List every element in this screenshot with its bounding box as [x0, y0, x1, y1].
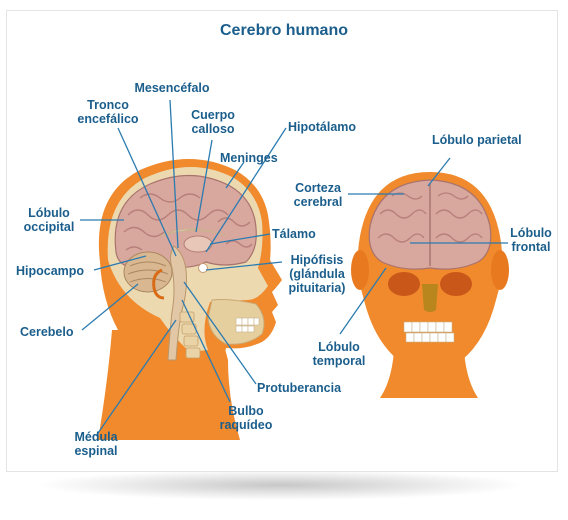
side-brain-folds: [123, 193, 253, 251]
front-ear-left: [351, 250, 369, 290]
side-vertebrae: [179, 311, 201, 359]
label-talamo: Tálamo: [272, 227, 316, 241]
side-cerebellum-folds: [127, 261, 169, 283]
leader-tronco: [117, 127, 177, 257]
side-teeth: [235, 317, 260, 333]
side-brainstem: [167, 245, 187, 361]
leader-medula: [95, 319, 177, 437]
front-head-illustration: [351, 172, 509, 398]
leader-hipofisis: [205, 261, 283, 271]
label-lobulo-parietal: Lóbulo parietal: [432, 133, 522, 147]
side-ear: [152, 268, 165, 300]
label-meninges: Meninges: [220, 151, 278, 165]
leader-meninges: [225, 161, 245, 189]
side-pituitary: [198, 263, 208, 273]
leader-cerebelo: [81, 283, 139, 331]
leader-bulbo: [181, 299, 231, 403]
side-head-illustration: [98, 159, 282, 440]
front-ear-right: [491, 250, 509, 290]
label-cerebelo: Cerebelo: [20, 325, 74, 339]
label-mesencefalo: Mesencéfalo: [134, 81, 210, 95]
front-eye-socket-right: [440, 272, 472, 296]
front-teeth: [403, 321, 455, 343]
front-eye-socket-left: [388, 272, 420, 296]
leader-temporal: [339, 267, 387, 335]
leader-parietal: [427, 157, 451, 187]
leader-talamo: [209, 233, 271, 245]
leader-hipocampo: [93, 255, 147, 271]
diagram-title: Cerebro humano: [219, 22, 348, 39]
leader-lines: [80, 99, 508, 437]
card-shadow: [40, 470, 520, 500]
side-cerebellum: [123, 251, 173, 293]
label-hipocampo: Hipocampo: [16, 264, 85, 278]
leader-cuerpo: [195, 139, 213, 233]
label-hipotalamo: Hipotálamo: [288, 120, 357, 134]
front-nasal: [422, 284, 438, 312]
leader-mesencefalo: [169, 99, 179, 249]
label-protuberancia: Protuberancia: [257, 381, 342, 395]
leader-hipotalamo: [205, 127, 287, 253]
leader-protuberancia: [183, 281, 257, 385]
